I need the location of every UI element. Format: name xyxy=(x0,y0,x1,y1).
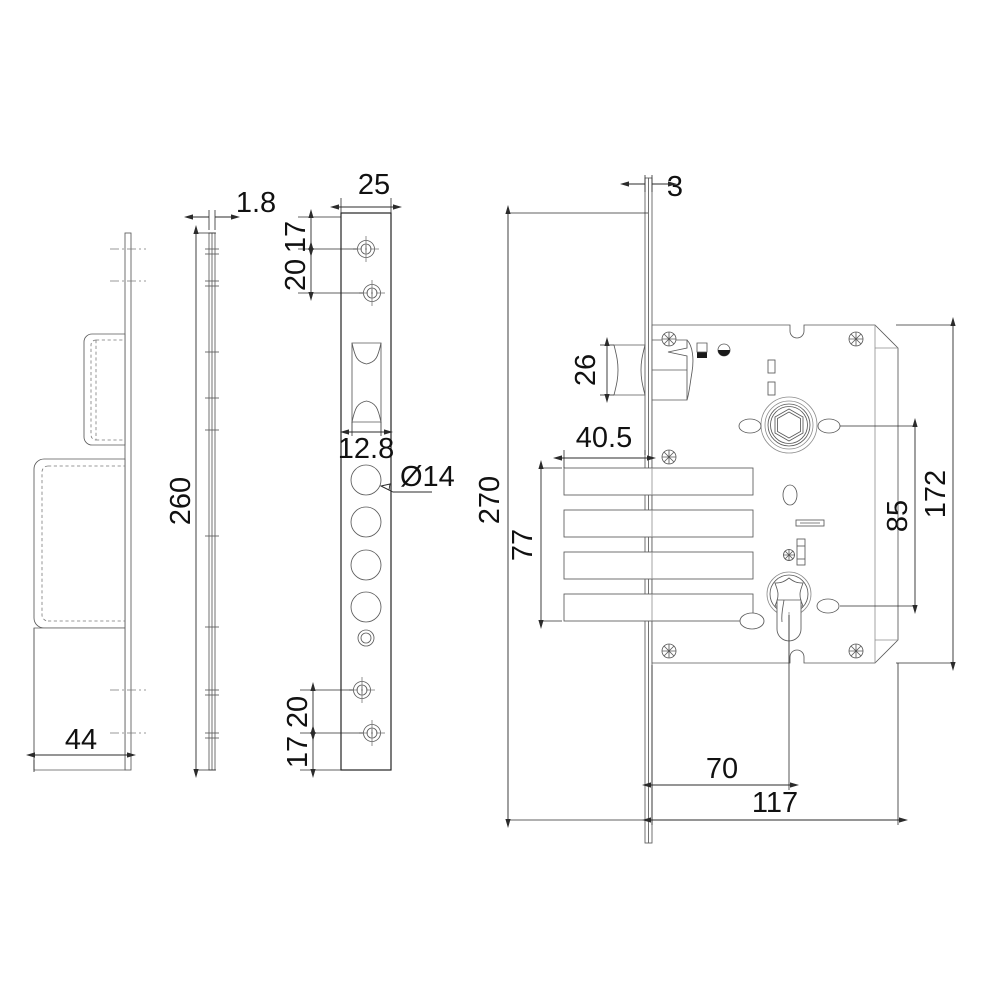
dimension-1p8-label: 1.8 xyxy=(236,187,276,219)
cylinder-side-slot xyxy=(816,598,840,614)
edge-thickness-view: 260 1.8 xyxy=(165,187,276,778)
bolt-hole-2 xyxy=(350,506,382,538)
dimension-260: 260 xyxy=(165,225,216,778)
small-hole xyxy=(357,629,375,647)
side-body-block xyxy=(33,458,126,629)
dimension-117: 117 xyxy=(642,663,908,825)
dimension-26: 26 xyxy=(570,337,614,403)
dimension-172: 172 xyxy=(896,317,956,671)
spindle-lower-slot xyxy=(782,484,798,506)
spindle-side-slot-right xyxy=(817,418,841,434)
lock-body-plan-view: 26 3 xyxy=(474,171,956,844)
dimension-12p8-label: 12.8 xyxy=(338,433,394,465)
dimension-top-20-label: 20 xyxy=(280,259,312,291)
latch-bolt-head xyxy=(613,344,646,396)
side-centerlines xyxy=(110,248,146,734)
deadbolt-bar-1 xyxy=(563,467,754,496)
body-screw-tl xyxy=(661,331,677,347)
faceplate-screw-hole-3 xyxy=(349,677,375,703)
side-faceplate-strip xyxy=(124,232,132,771)
body-screw-tr xyxy=(848,331,864,347)
dimension-70: 70 xyxy=(642,615,799,790)
marker-slot-upper xyxy=(767,359,776,374)
edge-ticks xyxy=(205,248,219,739)
marker-icon-dot xyxy=(717,343,731,357)
dimension-3: 3 xyxy=(620,171,683,203)
bolt-hole-4 xyxy=(350,591,382,623)
faceplate-screw-hole-4 xyxy=(359,720,385,746)
body-screw-center xyxy=(783,549,795,561)
cylinder-hole xyxy=(766,571,812,663)
dimension-3-label: 3 xyxy=(667,171,683,203)
dimension-26-label: 26 xyxy=(570,354,602,386)
dimension-bottom-20-label: 20 xyxy=(282,696,314,728)
marker-slot-lower xyxy=(767,381,776,396)
dimension-top-17-label: 17 xyxy=(280,221,312,253)
dimension-dia14-label: Ø14 xyxy=(400,461,455,493)
dimension-260-label: 260 xyxy=(165,477,197,525)
dimension-270-label: 270 xyxy=(474,476,506,524)
dimension-dia14: Ø14 xyxy=(379,461,455,493)
deadbolt-bar-4 xyxy=(563,593,765,630)
dimension-25: 25 xyxy=(330,169,402,213)
dimension-77-label: 77 xyxy=(507,529,539,561)
bolt-hole-1 xyxy=(350,464,382,496)
dimension-85-label: 85 xyxy=(882,500,914,532)
spindle-side-slot-left xyxy=(738,418,762,434)
deadbolt-bar-2 xyxy=(563,509,754,538)
vertical-pin-marker xyxy=(796,538,806,566)
dimension-40p5: 40.5 xyxy=(553,422,656,468)
body-screw-bl xyxy=(661,643,677,659)
dimension-270: 270 xyxy=(474,205,648,828)
latch-opening xyxy=(351,342,382,423)
dimension-70-label: 70 xyxy=(706,753,738,785)
dimension-44: 44 xyxy=(26,724,136,772)
deadbolt-bar-3 xyxy=(563,551,754,580)
side-latch-housing xyxy=(83,333,126,446)
dimension-77: 77 xyxy=(507,460,562,629)
edge-strip xyxy=(208,232,216,771)
dimension-bottom-17-label: 17 xyxy=(282,736,314,768)
spindle-hole xyxy=(760,396,818,454)
faceplate-screw-hole-1 xyxy=(353,236,379,262)
faceplate-screw-hole-2 xyxy=(359,280,385,306)
body-screw-ml xyxy=(661,449,677,465)
side-profile-view: 44 xyxy=(26,232,146,772)
dimension-12p8: 12.8 xyxy=(338,422,394,465)
dimension-44-label: 44 xyxy=(65,724,97,756)
dimension-85: 85 xyxy=(840,418,918,614)
side-lower-plate xyxy=(33,627,126,771)
body-screw-br xyxy=(848,643,864,659)
dimension-1p8: 1.8 xyxy=(184,187,276,230)
dimension-bottom-17-20: 20 17 xyxy=(282,682,363,778)
dimension-25-label: 25 xyxy=(358,169,390,201)
bolt-hole-3 xyxy=(350,549,382,581)
horizontal-bar-marker xyxy=(795,519,825,527)
faceplate-front-view: 12.8 Ø14 xyxy=(280,169,455,778)
dimension-117-label: 117 xyxy=(752,787,798,819)
dimension-40p5-label: 40.5 xyxy=(576,422,632,454)
dimension-top-17-20: 17 20 xyxy=(280,209,363,301)
marker-icon-flag xyxy=(696,342,708,358)
dimension-172-label: 172 xyxy=(920,470,952,518)
latch-bolt-body xyxy=(651,339,694,401)
